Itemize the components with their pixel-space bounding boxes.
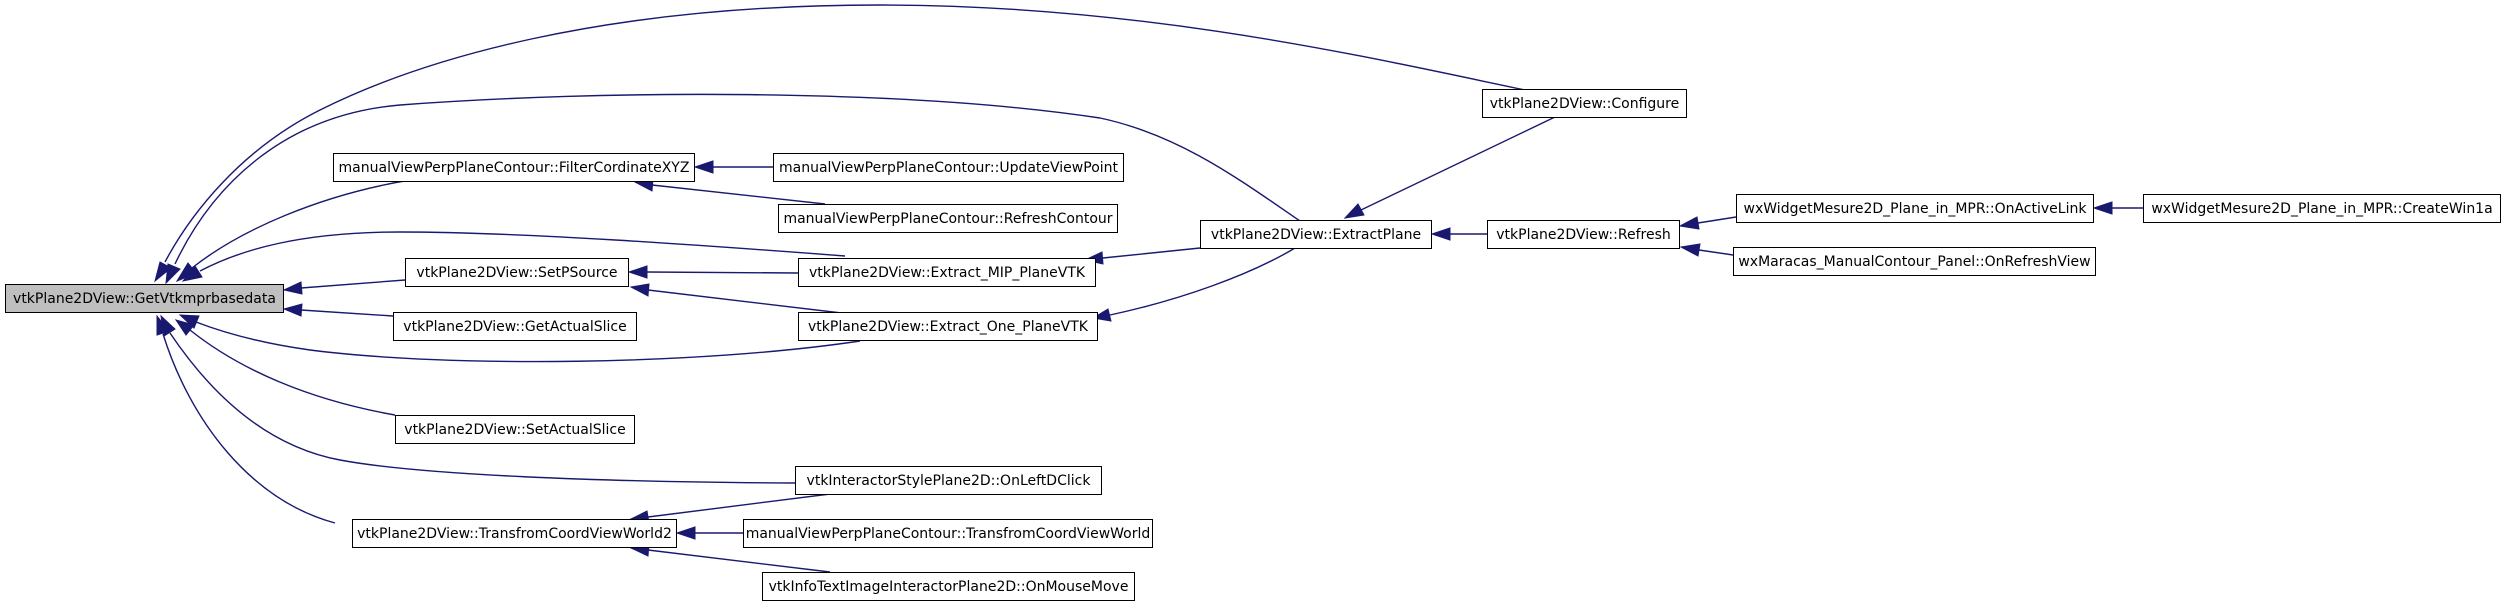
edge-configure-to-extractplane [1360, 116, 1556, 211]
edge-setactualslice-to-root-arrow [174, 319, 195, 336]
node-refresh-contour[interactable]: manualViewPerpPlaneContour::RefreshConto… [778, 204, 1118, 233]
edge-extractone-to-setpsource [647, 289, 851, 315]
edge-setpsource-to-root-arrow [282, 281, 303, 295]
edge-setpsource-to-root [300, 279, 406, 289]
edge-refreshcontour-to-filter [651, 184, 826, 205]
node-configure[interactable]: vtkPlane2DView::Configure [1482, 89, 1687, 118]
edge-mip-to-root [199, 231, 846, 272]
edge-extractplane-to-extractone [1109, 247, 1296, 316]
edge-onleftdclick-to-transform [647, 493, 831, 518]
edge-onleftdclick-to-root [169, 332, 796, 484]
edge-extractone-to-root [195, 321, 861, 363]
edge-setactualslice-to-root [189, 329, 396, 416]
edge-extractone-to-setpsource-arrow [629, 283, 650, 297]
node-on-active-link[interactable]: wxWidgetMesure2D_Plane_in_MPR::OnActiveL… [1736, 194, 2094, 223]
edge-configure-to-root [164, 4, 1531, 263]
edge-mousemove-to-transform [647, 549, 831, 573]
edge-extractplane-to-root-arrow [165, 263, 181, 285]
edge-transform-to-root [162, 333, 336, 524]
node-refresh[interactable]: vtkPlane2DView::Refresh [1487, 220, 1680, 249]
edge-mip-to-root-arrow [181, 265, 203, 282]
node-on-refresh-view[interactable]: wxMaracas_ManualContour_Panel::OnRefresh… [1733, 247, 2096, 276]
edge-getactualslice-to-root-arrow [282, 303, 303, 317]
node-extract-plane[interactable]: vtkPlane2DView::ExtractPlane [1200, 220, 1432, 249]
node-filter-cordinate-xyz[interactable]: manualViewPerpPlaneContour::FilterCordin… [333, 153, 695, 182]
node-transfrom-coord-view-world[interactable]: manualViewPerpPlaneContour::TransfromCoo… [743, 519, 1153, 548]
node-transform-coord-view-world2[interactable]: vtkPlane2DView::TransfromCoordViewWorld2 [352, 519, 677, 548]
node-set-psource[interactable]: vtkPlane2DView::SetPSource [405, 258, 629, 287]
node-create-win1a[interactable]: wxWidgetMesure2D_Plane_in_MPR::CreateWin… [2143, 194, 2501, 223]
edge-configure-to-root-arrow [154, 261, 172, 283]
edge-activelink-to-refresh [1697, 216, 1737, 224]
edge-activelink-to-refresh-arrow [1678, 216, 1700, 230]
edge-refresh-to-extractplane-arrow [1430, 227, 1451, 241]
node-on-mouse-move[interactable]: vtkInfoTextImageInteractorPlane2D::OnMou… [762, 572, 1135, 601]
node-on-left-dclick[interactable]: vtkInteractorStylePlane2D::OnLeftDClick [795, 466, 1102, 495]
edge-onrefreshview-to-refresh-arrow [1679, 243, 1701, 257]
edge-onrefreshview-to-refresh [1698, 249, 1734, 256]
node-get-actual-slice[interactable]: vtkPlane2DView::GetActualSlice [393, 312, 637, 341]
edge-mip-to-setpsource [646, 271, 799, 274]
edge-updateviewpoint-to-filter-arrow [693, 160, 714, 174]
node-get-vtkmprbasedata: vtkPlane2DView::GetVtkmprbasedata [5, 284, 284, 313]
node-extract-one-plane-vtk[interactable]: vtkPlane2DView::Extract_One_PlaneVTK [798, 312, 1098, 341]
edge-extractplane-to-root [174, 93, 1301, 265]
edge-createwin1a-to-activelink-arrow [2092, 201, 2113, 215]
edge-mip-to-setpsource-arrow [627, 265, 648, 279]
edge-configure-to-extractplane-arrow [1343, 203, 1365, 219]
node-extract-mip-plane-vtk[interactable]: vtkPlane2DView::Extract_MIP_PlaneVTK [798, 258, 1096, 287]
edge-filter-to-root [191, 179, 411, 269]
node-set-actual-slice[interactable]: vtkPlane2DView::SetActualSlice [395, 415, 635, 444]
edge-transformworld-to-transform-arrow [675, 526, 696, 540]
node-update-view-point[interactable]: manualViewPerpPlaneContour::UpdateViewPo… [773, 153, 1124, 182]
edge-getactualslice-to-root [300, 309, 394, 317]
edge-transform-to-root-arrow [156, 314, 170, 336]
edge-extractplane-to-mip [1102, 247, 1201, 259]
